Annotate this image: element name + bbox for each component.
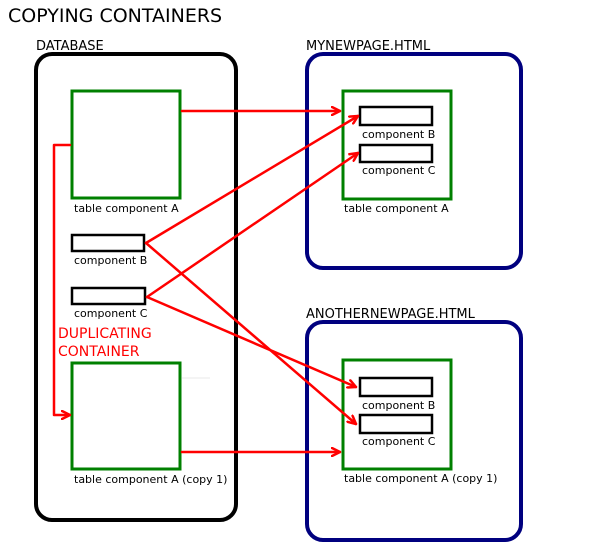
arrow-component-b-to-page2 xyxy=(144,241,358,426)
page2-component-c xyxy=(358,413,434,435)
database-component-b-label: component B xyxy=(74,254,147,267)
diagram-title: COPYING CONTAINERS xyxy=(8,5,222,27)
page1-container xyxy=(305,52,523,270)
page2-table-component-a-copy xyxy=(341,358,453,471)
page1-table-label: table component A xyxy=(344,202,449,215)
database-component-c-label: component C xyxy=(74,307,148,320)
database-table-component-a xyxy=(70,89,182,200)
page2-component-b xyxy=(358,376,434,398)
arrow-component-c-to-page1 xyxy=(145,151,360,299)
page2-container xyxy=(305,320,523,542)
page1-component-b xyxy=(358,105,434,127)
page2-table-label: table component A (copy 1) xyxy=(344,472,497,485)
page1-component-c-label: component C xyxy=(362,164,436,177)
database-label: DATABASE xyxy=(36,39,104,54)
database-component-b xyxy=(70,233,146,253)
database-container xyxy=(34,52,238,522)
database-table-component-a-copy-label: table component A (copy 1) xyxy=(74,473,227,486)
page1-table-component-a xyxy=(341,89,453,201)
database-component-c xyxy=(70,286,147,306)
page1-component-c xyxy=(358,143,434,164)
arrow-component-b-to-page1 xyxy=(144,114,360,245)
arrow-component-c-to-page2 xyxy=(145,295,358,387)
duplicating-container-annotation-line1: DUPLICATING xyxy=(58,326,152,342)
database-table-component-a-copy xyxy=(70,361,182,471)
duplicating-container-annotation-line2: CONTAINER xyxy=(58,344,140,360)
page1-component-b-label: component B xyxy=(362,128,435,141)
database-table-component-a-label: table component A xyxy=(74,202,179,215)
duplicate-container-arrow xyxy=(52,143,72,415)
page2-component-c-label: component C xyxy=(362,435,436,448)
page2-component-b-label: component B xyxy=(362,399,435,412)
page1-label: MYNEWPAGE.HTML xyxy=(306,39,431,54)
page2-label: ANOTHERNEWPAGE.HTML xyxy=(306,307,476,322)
